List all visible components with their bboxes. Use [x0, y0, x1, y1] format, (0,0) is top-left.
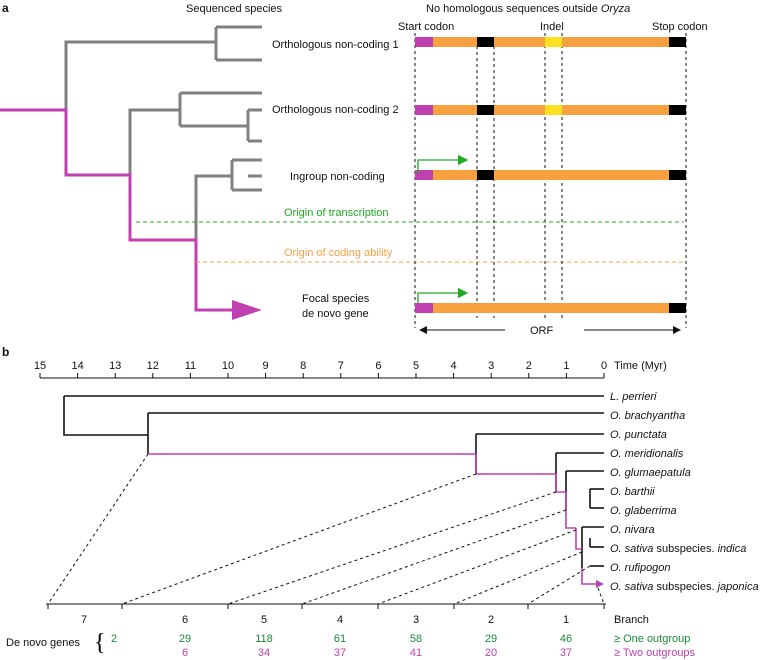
count-one-outgroup: 58 [410, 633, 422, 645]
time-tick-label: 0 [601, 360, 607, 372]
row-label-ingroup: Ingroup non-coding [290, 171, 385, 183]
time-tick-label: 4 [451, 360, 457, 372]
orf-body-focal [415, 303, 686, 313]
premature-stop-ortho1 [477, 37, 494, 47]
time-tick-label: 6 [375, 360, 381, 372]
species-label: L. perrieri [610, 391, 657, 403]
japonica-arrow-icon [596, 580, 604, 588]
count-two-outgroups: 37 [560, 647, 572, 659]
count-one-outgroup: 29 [485, 633, 497, 645]
start-codon-ortho1 [415, 37, 433, 47]
species-label: O. nivara [610, 524, 655, 536]
label-stop-codon: Stop codon [652, 21, 708, 33]
time-tick-label: 14 [71, 360, 83, 372]
time-tick-label: 10 [222, 360, 234, 372]
tree-b [63, 395, 604, 568]
tree-a-grey [64, 25, 262, 240]
sequence-bars [415, 37, 686, 313]
time-tick-label: 9 [263, 360, 269, 372]
origin-coding-label: Origin of coding ability [284, 247, 393, 259]
branch-number: 2 [488, 614, 494, 626]
species-label: O. barthii [610, 486, 655, 498]
branch-number: 3 [413, 614, 419, 626]
count-one-outgroup: 46 [560, 633, 572, 645]
time-tick-label: 2 [526, 360, 532, 372]
stop-codon-ingroup [669, 170, 686, 180]
header-sequenced-species: Sequenced species [186, 3, 283, 15]
time-tick-label: 3 [488, 360, 494, 372]
count-one-outgroup: 118 [255, 633, 273, 645]
species-label: O. sativa subspecies. indica [610, 543, 746, 555]
transcription-arrow-focal [417, 287, 469, 303]
brace-icon: { [94, 630, 106, 656]
branch-number: 1 [563, 614, 569, 626]
start-codon-ortho2 [415, 105, 433, 115]
time-tick-label: 5 [413, 360, 419, 372]
stop-codon-focal [669, 303, 686, 313]
species-label: O. meridionalis [610, 448, 684, 460]
count-one-outgroup: 61 [334, 633, 346, 645]
species-label: O. sativa subspecies. japonica [610, 581, 759, 593]
orf-label: ORF [530, 325, 554, 337]
branch-axis-ticks [47, 604, 605, 609]
time-tick-label: 8 [300, 360, 306, 372]
count-two-outgroups: 34 [258, 647, 270, 659]
species-label: O. rufipogon [610, 562, 671, 574]
start-codon-ingroup [415, 170, 433, 180]
de-novo-genes-label: De novo genes [6, 637, 80, 649]
row-label-focal-1: Focal species [302, 293, 370, 305]
stop-codon-ortho2 [669, 105, 686, 115]
focal-arrow-icon [232, 300, 262, 320]
time-tick-label: 11 [185, 360, 196, 372]
branch-number: 7 [81, 614, 87, 626]
time-tick-label: 7 [338, 360, 344, 372]
tree-b-lineage [148, 453, 598, 585]
indel-ortho2 [545, 105, 562, 115]
time-tick-label: 12 [147, 360, 159, 372]
time-tick-label: 1 [563, 360, 569, 372]
count-two-outgroups: 6 [182, 647, 188, 659]
stop-codon-ortho1 [669, 37, 686, 47]
label-start-codon: Start codon [398, 21, 454, 33]
branch-number: 6 [182, 614, 188, 626]
row-label-ortho1: Orthologous non-coding 1 [272, 39, 399, 51]
species-label: O. glumaepatula [610, 467, 691, 479]
de-novo-counts: 7 2 6 29 6 5 118 34 4 61 37 3 58 41 2 29 20 1 46 37 [81, 614, 572, 659]
branch-connectors [47, 453, 605, 605]
species-label: O. punctata [610, 429, 667, 441]
count-one-outgroup: 2 [111, 633, 117, 645]
codon-guide-lines [414, 33, 687, 328]
transcription-arrow-ingroup [417, 154, 469, 174]
origin-transcription-label: Origin of transcription [284, 207, 389, 219]
count-two-outgroups: 20 [485, 647, 497, 659]
branch-label: Branch [614, 614, 649, 626]
species-label: O. glaberrima [610, 505, 677, 517]
time-tick-label: 13 [109, 360, 121, 372]
one-outgroup-label: ≥ One outgroup [614, 633, 690, 645]
time-tick-label: 15 [34, 360, 46, 372]
orf-body-ingroup [415, 170, 686, 180]
panel-b-letter: b [2, 345, 9, 359]
time-axis-label: Time (Myr) [614, 360, 667, 372]
two-outgroups-label: ≥ Two outgroups [614, 647, 696, 659]
count-two-outgroups: 37 [334, 647, 346, 659]
premature-stop-ingroup [477, 170, 494, 180]
species-label: O. brachyantha [610, 410, 685, 422]
count-two-outgroups: 41 [410, 647, 422, 659]
branch-number: 4 [337, 614, 343, 626]
label-indel: Indel [540, 21, 564, 33]
species-labels: L. perrieri O. brachyantha O. punctata O. m… [610, 391, 759, 593]
branch-number: 5 [261, 614, 267, 626]
start-codon-focal [415, 303, 433, 313]
premature-stop-ortho2 [477, 105, 494, 115]
row-label-ortho2: Orthologous non-coding 2 [272, 104, 399, 116]
panel-a-letter: a [2, 1, 9, 15]
row-label-focal-2: de novo gene [302, 308, 369, 320]
count-one-outgroup: 29 [179, 633, 191, 645]
indel-ortho1 [545, 37, 562, 47]
header-no-homologous: No homologous sequences outside Oryza [426, 3, 630, 15]
